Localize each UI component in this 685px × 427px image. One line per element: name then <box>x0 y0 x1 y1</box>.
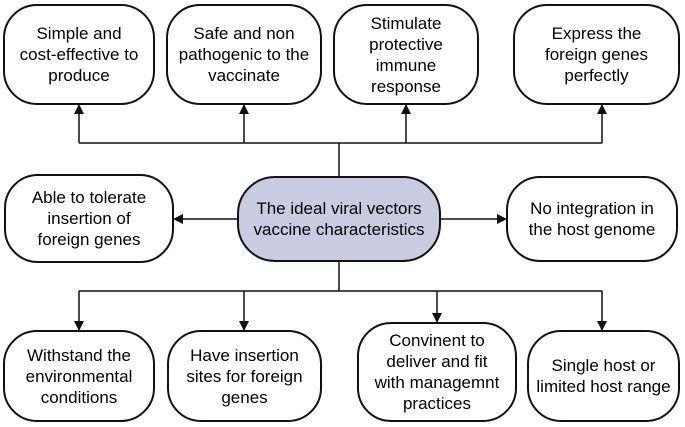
node-bottom-3: Convinent to deliver and fit with manage… <box>357 322 517 422</box>
node-top-4: Express the foreign genes perfectly <box>513 4 680 105</box>
node-top-2: Safe and non pathogenic to the vaccinate <box>166 4 322 105</box>
node-bottom-1: Withstand the environmental conditions <box>3 330 155 422</box>
node-left: Able to tolerate insertion of foreign ge… <box>4 174 174 263</box>
node-bottom-2: Have insertion sites for foreign genes <box>167 330 322 422</box>
node-center: The ideal viral vectors vaccine characte… <box>237 176 441 262</box>
node-top-3: Stimulate protective immune response <box>333 4 479 105</box>
node-top-1: Simple and cost-effective to produce <box>3 4 155 105</box>
node-bottom-4: Single host or limited host range <box>527 330 680 422</box>
node-right: No integration in the host genome <box>506 176 678 262</box>
